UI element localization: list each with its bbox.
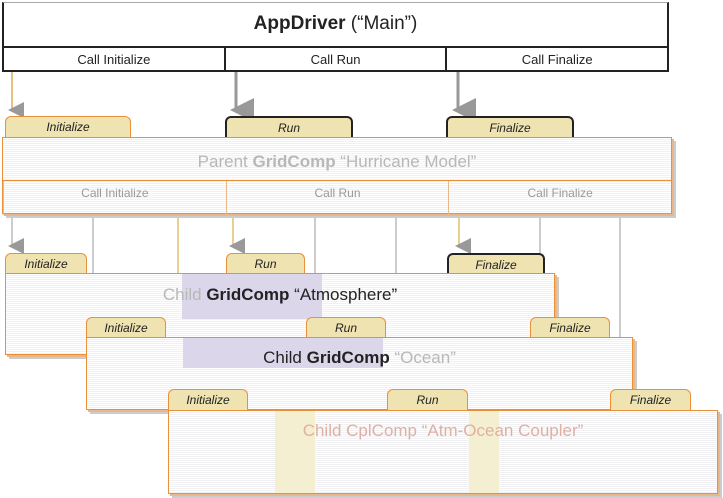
driver-call-finalize[interactable]: Call Finalize xyxy=(445,48,667,72)
parent-title: Parent GridComp “Hurricane Model” xyxy=(3,152,671,172)
parent-call-initialize[interactable]: Call Initialize xyxy=(3,181,226,215)
ocean-highlight xyxy=(183,338,383,368)
coupler-title: Child CplComp “Atm-Ocean Coupler” xyxy=(169,421,717,441)
ocean-tab-initialize[interactable]: Initialize xyxy=(86,317,166,338)
app-driver-box: AppDriver (“Main”) Call Initialize Call … xyxy=(2,2,669,72)
ocean-title-type: GridComp xyxy=(306,348,390,367)
coupler-tab-initialize[interactable]: Initialize xyxy=(168,389,248,410)
coupler-band-1 xyxy=(275,411,315,493)
ocean-tab-finalize[interactable]: Finalize xyxy=(530,317,610,338)
ocean-title-name: “Ocean” xyxy=(389,348,456,367)
parent-tab-run[interactable]: Run xyxy=(225,116,353,137)
ocean-title-prefix: Child xyxy=(263,348,307,367)
coupler-title-type: CplComp xyxy=(346,421,418,440)
coupler-tab-finalize[interactable]: Finalize xyxy=(610,389,691,410)
app-driver-title: AppDriver (“Main”) xyxy=(4,13,667,35)
parent-title-name: “Hurricane Model” xyxy=(335,152,477,171)
atm-title-name: “Atmosphere” xyxy=(289,285,398,304)
atm-title-prefix: Child xyxy=(162,285,207,304)
parent-title-prefix: Parent xyxy=(197,152,253,171)
parent-tab-finalize[interactable]: Finalize xyxy=(446,116,574,137)
parent-call-finalize[interactable]: Call Finalize xyxy=(448,181,671,215)
app-driver-calls: Call Initialize Call Run Call Finalize xyxy=(4,46,667,72)
coupler-band-2 xyxy=(469,411,499,493)
ocean-tab-run[interactable]: Run xyxy=(306,317,386,338)
ocean-title: Child GridComp “Ocean” xyxy=(87,348,632,368)
driver-call-run[interactable]: Call Run xyxy=(223,48,446,72)
atm-title-type: GridComp xyxy=(206,285,290,304)
parent-gridcomp-box: Parent GridComp “Hurricane Model” Call I… xyxy=(2,137,672,215)
coupler-title-name: “Atm-Ocean Coupler” xyxy=(417,421,584,440)
coupler-title-prefix: Child xyxy=(302,421,347,440)
atm-title: Child GridComp “Atmosphere” xyxy=(6,285,554,305)
atm-tab-initialize[interactable]: Initialize xyxy=(5,253,87,274)
driver-call-initialize[interactable]: Call Initialize xyxy=(77,52,151,67)
app-driver-name: AppDriver xyxy=(253,13,346,34)
atm-tab-finalize[interactable]: Finalize xyxy=(447,253,545,274)
app-driver-subtitle: (“Main”) xyxy=(345,13,418,34)
coupler-tab-run[interactable]: Run xyxy=(387,389,468,410)
parent-calls: Call Initialize Call Run Call Finalize xyxy=(3,180,671,215)
parent-call-run[interactable]: Call Run xyxy=(225,181,449,215)
coupler-cplcomp-box: Child CplComp “Atm-Ocean Coupler” xyxy=(168,410,718,494)
parent-tab-initialize[interactable]: Initialize xyxy=(5,116,131,137)
ocean-gridcomp-box: Child GridComp “Ocean” xyxy=(86,337,633,410)
atm-tab-run[interactable]: Run xyxy=(226,253,305,274)
parent-title-type: GridComp xyxy=(252,152,336,171)
atm-highlight xyxy=(182,274,322,319)
